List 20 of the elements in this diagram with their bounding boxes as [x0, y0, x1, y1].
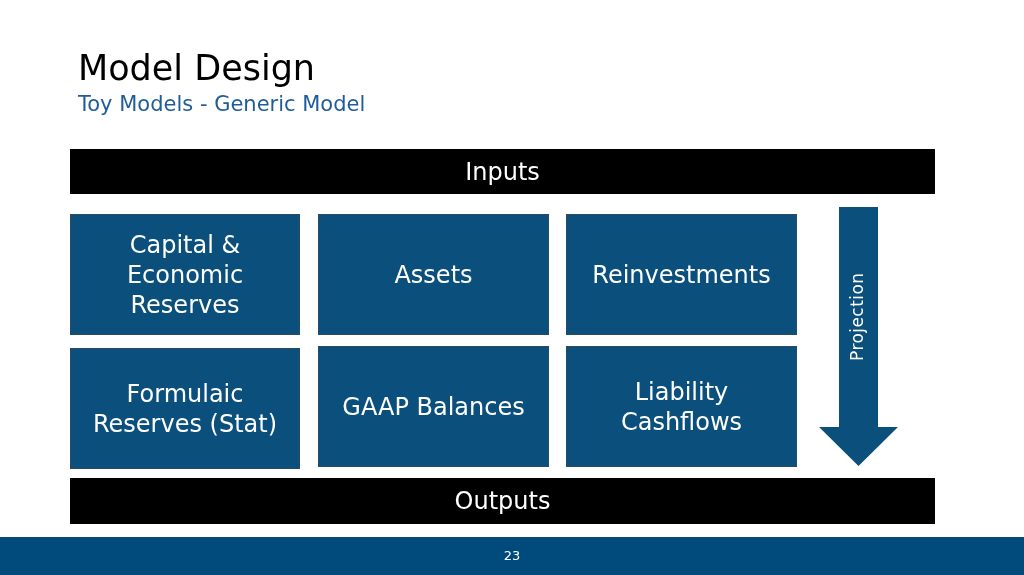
- box-label: Inputs: [465, 156, 540, 187]
- box-label: Liability Cashflows: [619, 376, 744, 437]
- box-label: Outputs: [454, 486, 551, 516]
- header-bar: [70, 478, 935, 524]
- slide-title: Model Design: [78, 47, 316, 90]
- page-number: 23: [502, 547, 522, 565]
- box-label: GAAP Balances: [342, 391, 525, 422]
- box-label: Reinvestments: [592, 259, 771, 290]
- process-box: [70, 214, 300, 335]
- box-label: Capital & Economic Reserves: [125, 229, 245, 320]
- slide-subtitle: Toy Models - Generic Model: [78, 91, 366, 117]
- box-label: Assets: [394, 259, 473, 290]
- header-bar: [70, 149, 935, 194]
- process-box: [70, 348, 300, 469]
- process-box: [318, 346, 549, 467]
- arrow-label: Projection: [846, 272, 869, 362]
- box-label: Formulaic Reserves (Stat): [91, 378, 279, 439]
- process-box: [318, 214, 549, 335]
- process-box: [566, 346, 797, 467]
- process-box: [566, 214, 797, 335]
